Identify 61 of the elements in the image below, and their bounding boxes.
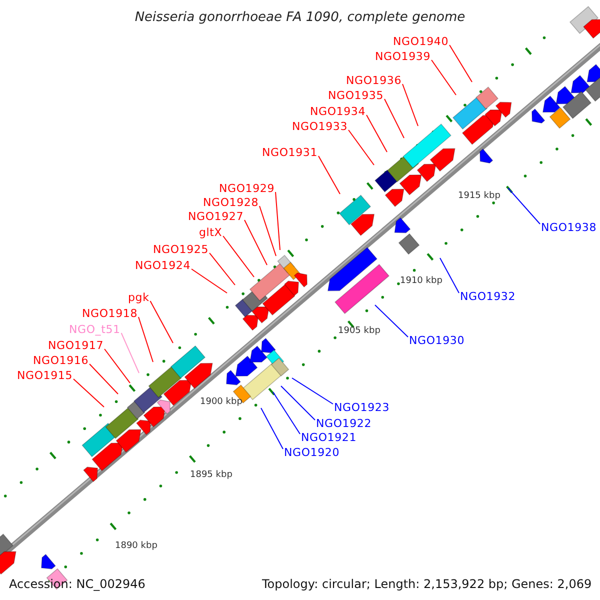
leader-line xyxy=(402,84,418,126)
gene-label: pgk xyxy=(128,291,150,304)
gene-label: NGO1934 xyxy=(310,105,366,118)
gene-label: NGO1925 xyxy=(153,243,209,256)
gene-label: NGO1932 xyxy=(460,290,516,303)
leader-line xyxy=(440,258,460,294)
leader-line xyxy=(384,98,404,138)
gene-label: NGO1924 xyxy=(135,259,191,272)
gene-label: NGO1936 xyxy=(346,74,402,87)
leader-line xyxy=(508,188,540,224)
gene-label: NGO1930 xyxy=(409,334,465,347)
leader-line xyxy=(89,364,118,394)
leader-line xyxy=(191,268,228,294)
leader-line xyxy=(120,332,140,374)
leader-line xyxy=(138,316,154,362)
gene-label: NGO1920 xyxy=(284,446,340,459)
title: Neisseria gonorrhoeae FA 1090, complete genome xyxy=(134,10,466,25)
scale-label: 1895 kbp xyxy=(190,470,232,481)
leader-line xyxy=(244,220,268,266)
leader-line xyxy=(104,348,130,384)
scale-label: 1900 kbp xyxy=(200,397,242,408)
gene-label: NGO1923 xyxy=(334,401,390,414)
gene-label: NGO1921 xyxy=(301,431,357,444)
leader-line xyxy=(280,386,316,420)
gene-label: gltX xyxy=(199,226,222,239)
leader-line xyxy=(222,236,254,278)
gene-label: NGO1928 xyxy=(203,196,259,209)
leader-line xyxy=(449,44,472,82)
leader-line xyxy=(292,378,334,404)
leader-line xyxy=(259,206,276,256)
gene-label: NGO1935 xyxy=(328,89,384,102)
gene-label: NGO1916 xyxy=(33,354,89,367)
leader-line xyxy=(275,192,280,250)
genome-summary-text: Topology: circular; Length: 2,153,922 bp; Genes: 2,069 xyxy=(262,577,592,591)
scale-label: 1905 kbp xyxy=(338,326,380,337)
gene-label: NGO1933 xyxy=(292,120,348,133)
scale-label: 1890 kbp xyxy=(115,541,158,552)
gene-label: NGO_t51 xyxy=(69,323,120,336)
leader-line xyxy=(318,156,340,194)
leader-line xyxy=(348,130,374,166)
gene-label: NGO1918 xyxy=(82,307,138,320)
gene-label: NGO1938 xyxy=(541,221,597,234)
accession-text: Accession: NC_002946 xyxy=(9,577,146,591)
leader-line xyxy=(272,392,300,434)
gene-label: NGO1940 xyxy=(393,35,449,48)
leader-line xyxy=(209,252,236,286)
leader-line xyxy=(150,300,174,344)
scale-label: 1915 kbp xyxy=(458,191,500,202)
leader-line xyxy=(73,378,104,408)
scale-label: 1910 kbp xyxy=(400,276,442,287)
leader-line xyxy=(260,408,284,450)
leader-line xyxy=(374,304,408,338)
gene-label: NGO1915 xyxy=(17,369,73,382)
gene-label: NGO1922 xyxy=(316,417,372,430)
leader-line xyxy=(366,114,388,152)
gene-label: NGO1939 xyxy=(375,50,431,63)
gene-label: NGO1917 xyxy=(48,339,104,352)
gene-label: NGO1931 xyxy=(262,146,318,159)
leader-line xyxy=(431,60,456,96)
gene-label: NGO1927 xyxy=(188,210,244,223)
gene-label: NGO1929 xyxy=(219,182,275,195)
